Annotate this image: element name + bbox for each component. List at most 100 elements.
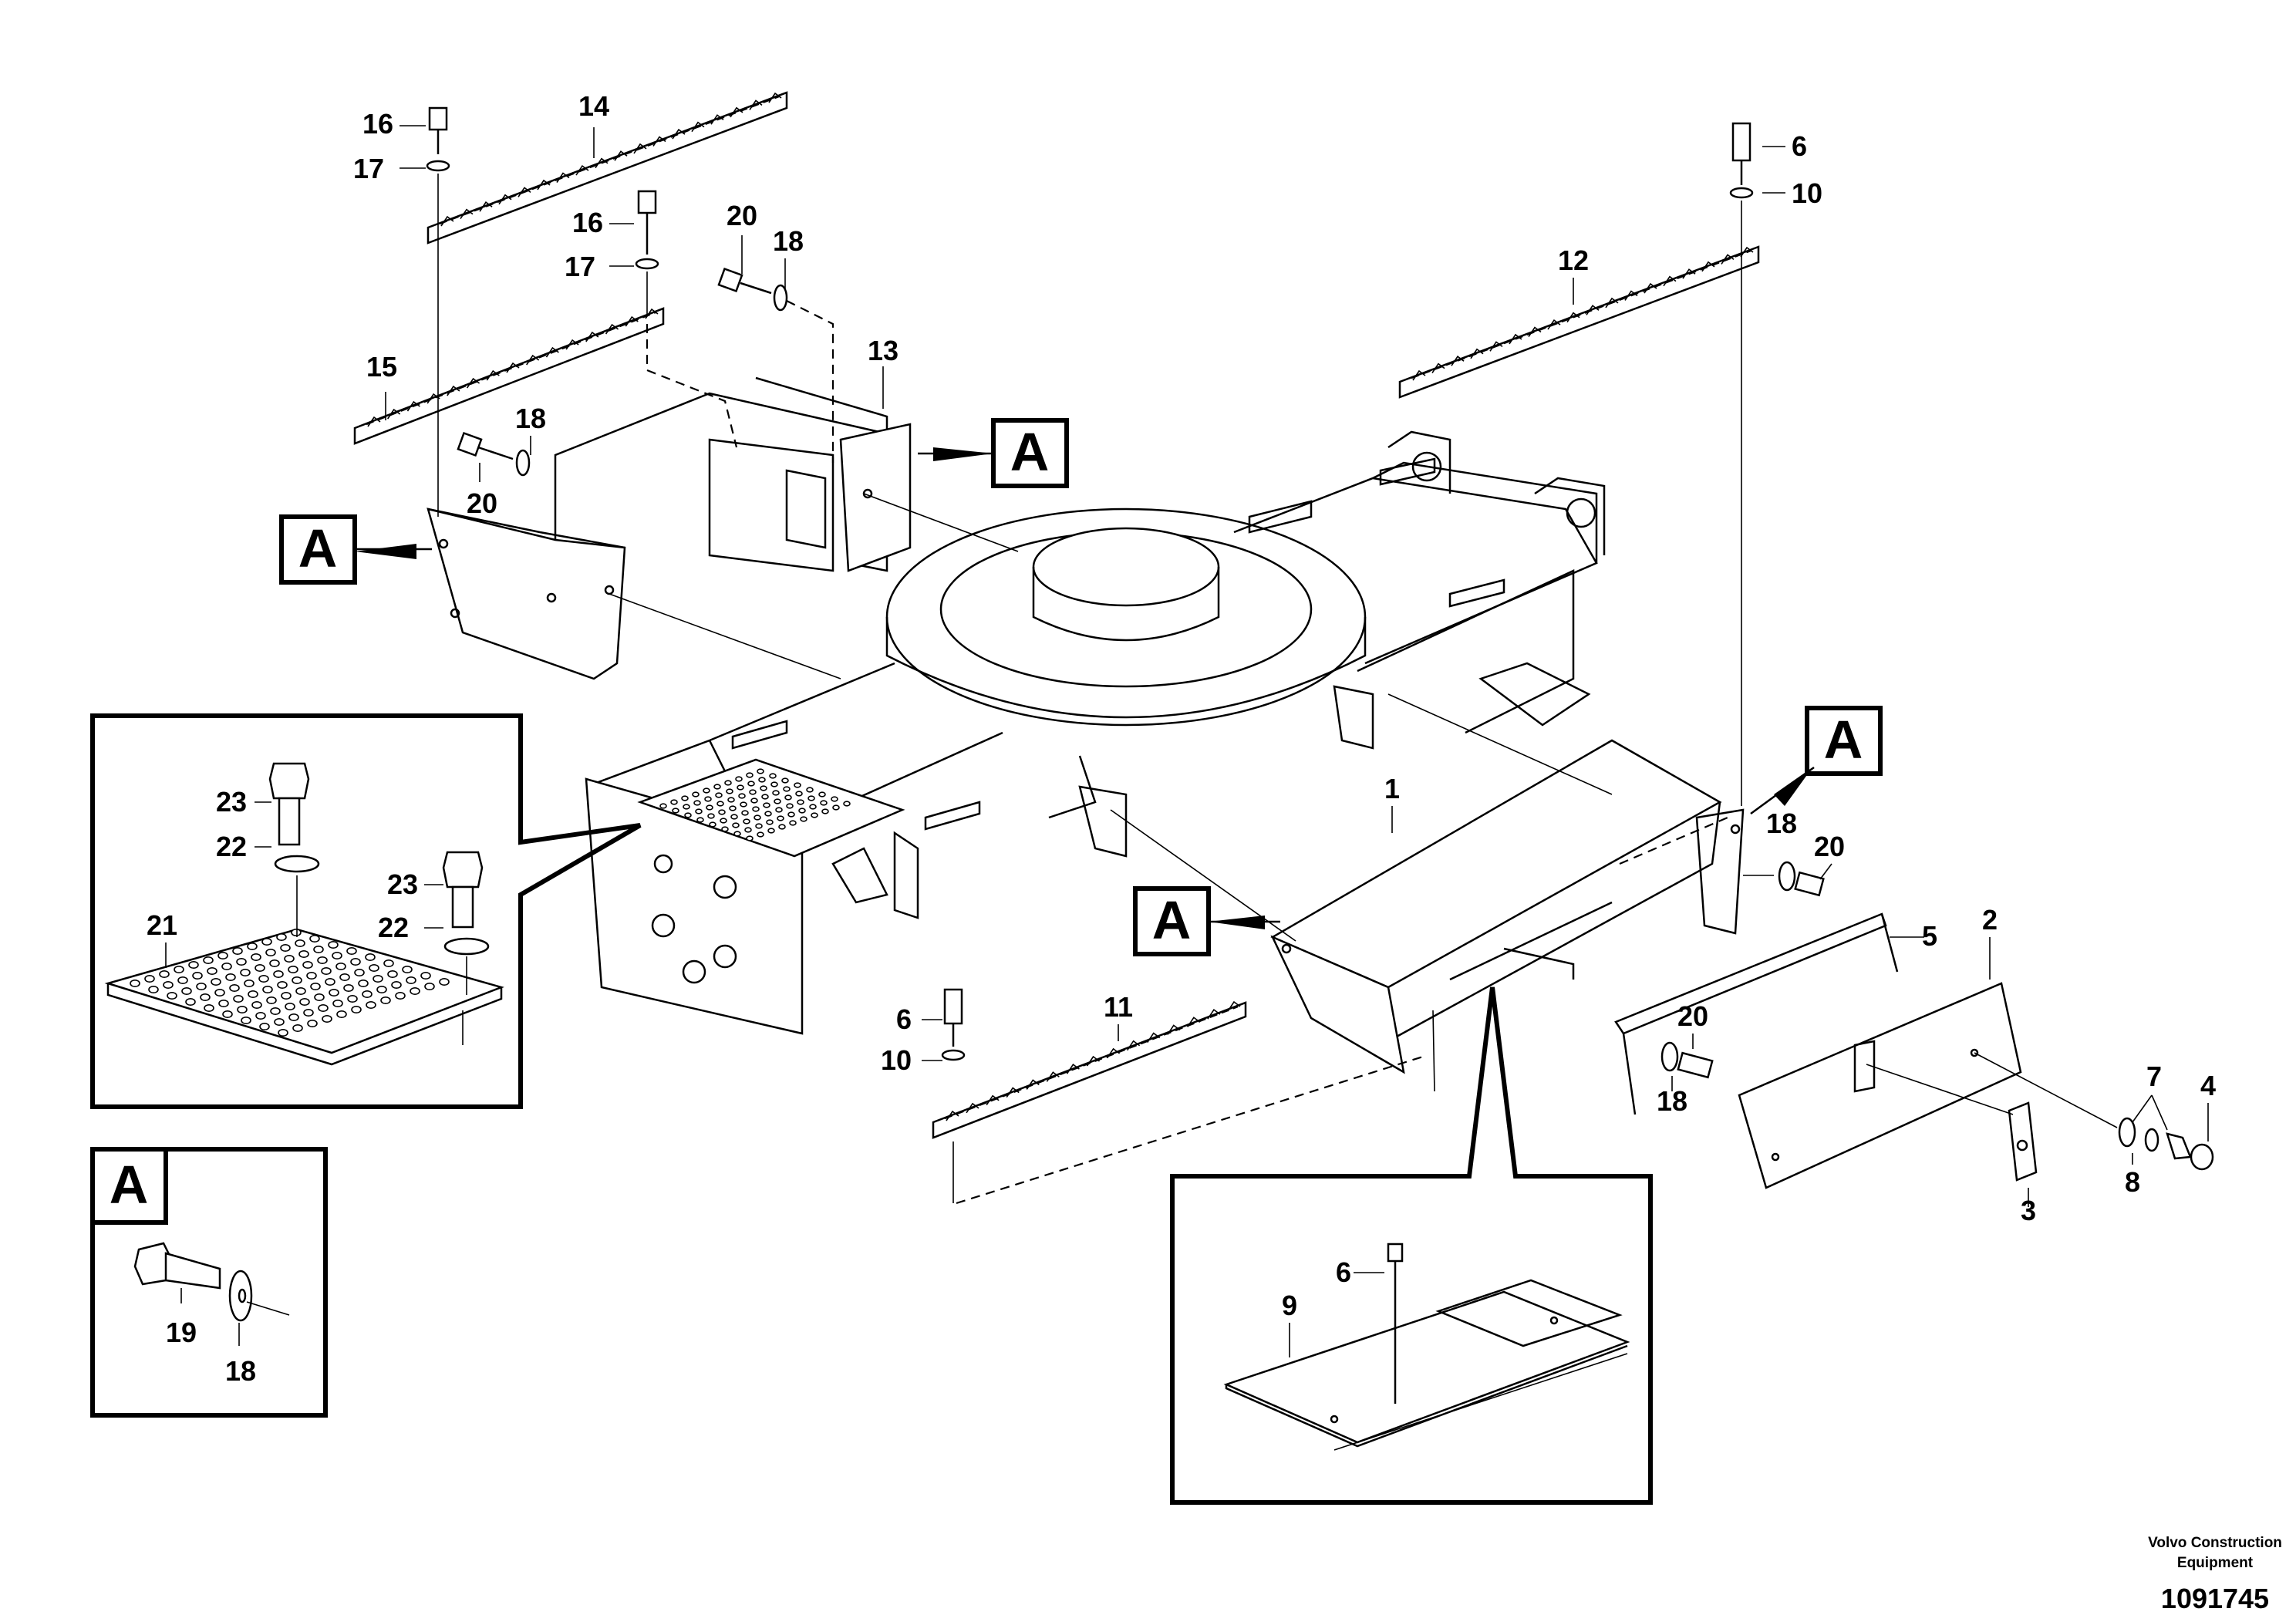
perforation-hole xyxy=(715,792,723,798)
perforation-hole xyxy=(314,993,325,1002)
rail-tooth xyxy=(486,369,500,381)
perforation-hole xyxy=(724,780,732,786)
rail-tooth xyxy=(1566,312,1580,323)
perforation-hole xyxy=(769,773,777,779)
rail-tooth xyxy=(1147,1032,1161,1044)
perforation-hole xyxy=(439,978,450,986)
callout-leaders xyxy=(165,125,2209,1357)
perforation-hole xyxy=(733,831,741,837)
perforation-hole xyxy=(402,966,413,974)
perforation-hole xyxy=(395,992,406,1000)
rail-tooth xyxy=(406,400,420,412)
perforation-hole xyxy=(726,788,733,794)
perforation-hole xyxy=(806,787,814,793)
perforation-hole xyxy=(167,992,177,1000)
perforation-hole xyxy=(760,785,767,791)
bolt-16-top xyxy=(426,106,450,517)
perforation-hole xyxy=(376,986,387,994)
perforation-hole xyxy=(670,799,678,805)
perforation-hole xyxy=(783,786,791,792)
perforation-hole xyxy=(800,816,807,822)
rail-tooth xyxy=(440,215,454,227)
perforation-hole xyxy=(775,807,783,813)
rail-tooth xyxy=(1663,275,1677,287)
perforation-hole xyxy=(794,782,801,788)
rail-tooth xyxy=(387,408,401,420)
perforation-hole xyxy=(795,791,803,797)
callout-16: 16 xyxy=(362,108,393,140)
callout-15: 15 xyxy=(366,351,397,383)
perforation-hole xyxy=(266,996,277,1005)
callout-16: 16 xyxy=(572,207,603,238)
perforation-hole xyxy=(244,980,255,988)
perforation-hole xyxy=(265,949,276,957)
perforation-hole xyxy=(221,963,232,971)
rail-tooth xyxy=(1528,326,1542,337)
rail-tooth xyxy=(526,354,540,366)
perforation-hole xyxy=(181,987,192,996)
perforation-hole xyxy=(807,795,815,801)
perforation-hole xyxy=(347,995,358,1003)
perforation-hole xyxy=(754,814,761,821)
perforation-hole xyxy=(214,989,225,997)
perforation-hole xyxy=(336,1010,347,1019)
bolt-20-lower xyxy=(1660,1041,1714,1079)
bolt-20-left xyxy=(457,431,531,477)
perforation-hole xyxy=(683,804,690,810)
callout-18: 18 xyxy=(773,225,804,257)
perforation-hole xyxy=(177,976,188,985)
perforation-hole xyxy=(144,975,155,983)
perforation-hole xyxy=(763,802,770,808)
perforation-hole xyxy=(292,976,302,985)
perforation-hole xyxy=(735,776,743,782)
perforation-hole xyxy=(259,1023,270,1031)
perforation-hole xyxy=(309,935,320,943)
perforation-hole xyxy=(298,950,309,959)
rail-tooth xyxy=(1046,1071,1060,1082)
view-tag-2: A xyxy=(918,418,1069,488)
perforation-hole xyxy=(204,1004,214,1013)
perforation-hole xyxy=(130,980,140,988)
perforation-hole xyxy=(778,824,786,830)
perforation-pattern-detail xyxy=(130,929,450,1037)
perforation-hole xyxy=(335,963,346,971)
view-tag-label: A xyxy=(1010,422,1050,482)
perforation-hole xyxy=(406,976,416,985)
perforation-hole xyxy=(200,993,211,1002)
perforation-pattern xyxy=(659,768,851,841)
perforation-hole xyxy=(240,969,251,977)
callout-1: 1 xyxy=(1384,773,1400,804)
perforation-hole xyxy=(770,781,778,787)
perforation-hole xyxy=(233,995,244,1003)
perforation-hole xyxy=(786,803,794,809)
footstep-assembly-1 xyxy=(1110,693,1745,1074)
perforation-hole xyxy=(746,835,754,841)
perforation-hole xyxy=(232,947,243,956)
rail-tooth xyxy=(1605,297,1619,309)
perforation-hole xyxy=(302,961,313,969)
perforation-hole xyxy=(659,803,667,809)
rail-tooth xyxy=(1451,356,1465,366)
perforation-hole xyxy=(269,959,280,968)
perforation-hole xyxy=(755,823,763,829)
view-tag-1: A xyxy=(279,514,432,585)
perforation-hole xyxy=(749,789,757,795)
perforation-hole xyxy=(236,958,247,966)
callout-23: 23 xyxy=(387,868,418,900)
rail-tooth xyxy=(537,179,551,191)
view-tag-4: A xyxy=(1133,886,1280,956)
rail-tooth xyxy=(498,194,512,205)
perforation-hole xyxy=(832,804,840,811)
perforation-hole xyxy=(747,781,755,787)
perforation-hole xyxy=(729,805,737,811)
perforation-hole xyxy=(366,1001,376,1010)
perforation-hole xyxy=(159,970,170,979)
perforation-hole xyxy=(351,1006,362,1014)
callout-20: 20 xyxy=(1677,1000,1708,1032)
step-rail-15 xyxy=(353,307,665,445)
rail-tooth xyxy=(749,99,763,110)
perforation-hole xyxy=(163,981,174,990)
rail-tooth xyxy=(966,1102,979,1114)
callout-4: 4 xyxy=(2200,1070,2216,1101)
perforation-hole xyxy=(247,943,258,951)
